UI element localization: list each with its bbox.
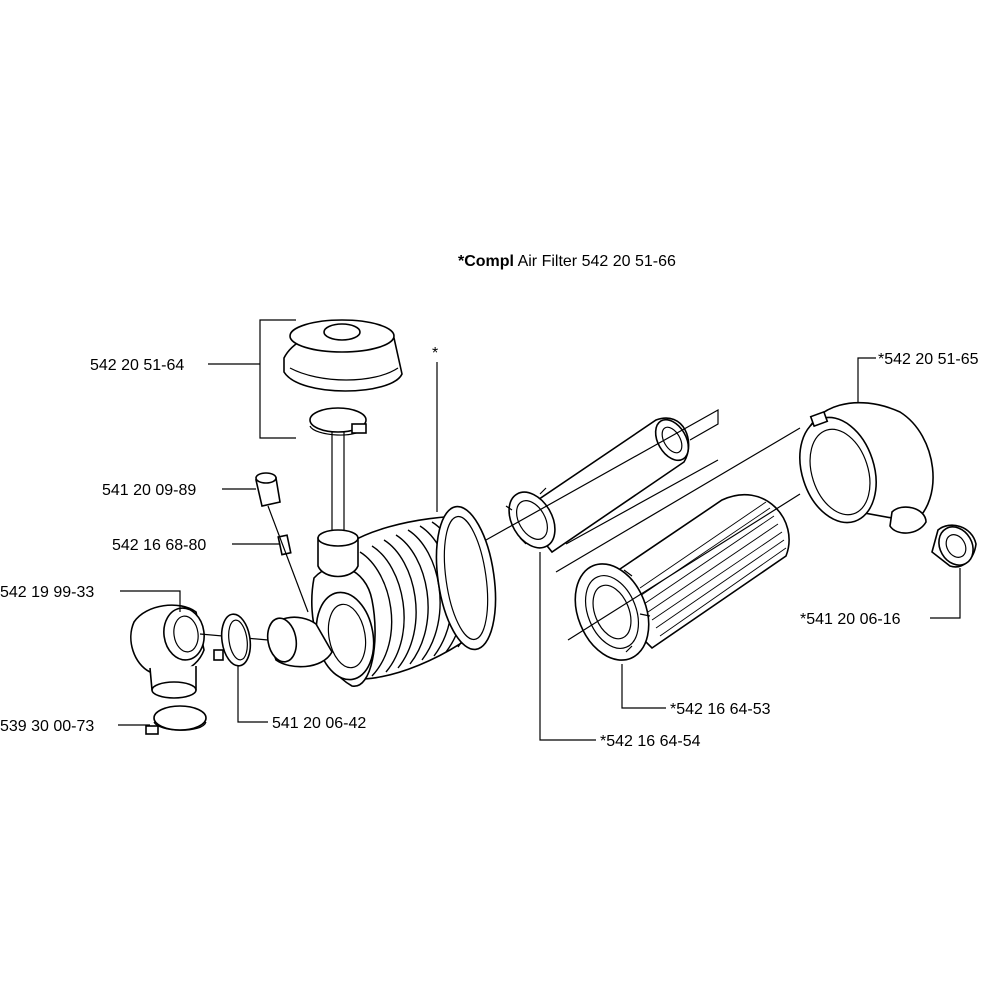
title-bold: *Compl (458, 253, 514, 270)
safety-leader (539, 552, 596, 741)
diagram-title: *Compl Air Filter 542 20 51-66 (458, 253, 676, 270)
clamp-small-label: 539 30 00-73 (0, 718, 94, 735)
cover-hose-clamp (309, 407, 367, 436)
valve-leader (930, 568, 961, 619)
safety-filter-element (505, 417, 690, 554)
primary-label: *542 16 64-53 (670, 701, 771, 718)
end-cap-cover (799, 401, 934, 534)
outlet-hose-clamp (213, 613, 252, 667)
clamp-mid-label: 541 20 06-42 (272, 715, 366, 732)
safety-label: *542 16 64-54 (600, 733, 701, 750)
plug-to-housing-guide (267, 505, 309, 613)
housing-asterisk: * (432, 345, 438, 362)
rain-cap-cover (283, 319, 403, 392)
end-cap-label: *542 20 51-65 (878, 351, 979, 368)
primary-leader (621, 664, 666, 709)
title-rest: Air Filter 542 20 51-66 (514, 253, 676, 270)
valve-label: *541 20 06-16 (800, 611, 901, 628)
elbow-hose-clamp (145, 705, 207, 735)
dust-valve (931, 524, 977, 568)
safety-insertion-guide (485, 408, 719, 545)
cover-bracket (259, 319, 296, 439)
cover-guide-line (331, 432, 345, 530)
end-cap-leader (857, 357, 876, 402)
elbow-label: 542 19 99-33 (0, 584, 94, 601)
rubber-elbow (130, 604, 205, 699)
primary-insertion-guide (555, 427, 801, 641)
filter-housing (266, 505, 497, 687)
clamp-mid-leader (237, 666, 268, 723)
plug-fitting (255, 472, 281, 507)
cover-label: 542 20 51-64 (90, 357, 184, 374)
elbow-leader (120, 590, 181, 612)
plug-label: 541 20 09-89 (102, 482, 196, 499)
nipple-label: 542 16 68-80 (112, 537, 206, 554)
